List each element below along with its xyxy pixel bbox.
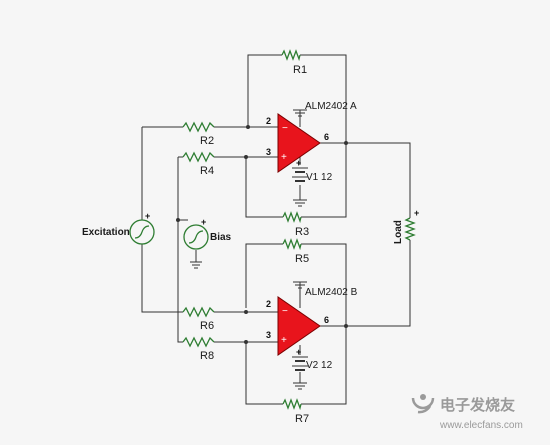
excitation-source[interactable] <box>129 219 155 245</box>
pin-b-output: 6 <box>324 315 329 325</box>
bias-source[interactable] <box>183 224 209 250</box>
svg-text:−: − <box>282 123 288 134</box>
labels: R1 R2 R4 R3 R5 R6 R8 R7 ALM2402 A ALM240… <box>82 64 419 425</box>
label-r4: R4 <box>200 165 214 177</box>
pin-b-noninverting: 3 <box>266 330 271 340</box>
svg-text:+: + <box>281 152 287 163</box>
resistors <box>182 49 416 411</box>
resistor-r2[interactable] <box>182 121 215 133</box>
label-r8: R8 <box>200 350 214 362</box>
pin-b-inverting: 2 <box>266 299 271 309</box>
label-r5: R5 <box>295 253 309 265</box>
label-r7: R7 <box>295 413 309 425</box>
watermark-url: www.elecfans.com <box>439 420 523 431</box>
plus-bias: + <box>201 217 206 227</box>
resistor-r5[interactable] <box>282 238 302 251</box>
supply-v1[interactable] <box>292 167 308 182</box>
junctions <box>176 125 348 344</box>
elecfans-logo-icon <box>411 394 435 414</box>
resistor-r8[interactable] <box>182 336 215 348</box>
plus-v1: + <box>296 158 301 168</box>
opamp-a[interactable]: − + <box>277 113 321 173</box>
label-r6: R6 <box>200 320 214 332</box>
plus-excitation: + <box>145 211 150 221</box>
opamp-b[interactable]: − + <box>277 296 321 356</box>
pin-a-output: 6 <box>324 132 329 142</box>
plus-load: + <box>414 208 419 218</box>
label-opamp-b: ALM2402 B <box>305 287 358 298</box>
pin-a-inverting: 2 <box>266 116 271 126</box>
label-v1: V1 12 <box>306 172 333 183</box>
label-excitation: Excitation <box>82 227 130 238</box>
resistor-r3[interactable] <box>282 211 302 224</box>
resistor-r7[interactable] <box>282 398 302 411</box>
watermark: 电子发烧友 www.elecfans.com <box>411 394 523 431</box>
watermark-brand: 电子发烧友 <box>440 396 515 414</box>
pin-a-noninverting: 3 <box>266 147 271 157</box>
label-r3: R3 <box>295 226 309 238</box>
label-bias: Bias <box>210 232 232 243</box>
wires <box>141 54 411 405</box>
ground-icon <box>190 261 202 269</box>
resistor-r6[interactable] <box>182 306 215 318</box>
ground-icon <box>293 281 307 289</box>
resistor-r4[interactable] <box>182 151 215 163</box>
ground-icon <box>293 382 307 390</box>
plus-v2: + <box>296 347 301 357</box>
ground-icon <box>293 199 307 207</box>
resistor-load[interactable] <box>404 217 416 241</box>
label-r2: R2 <box>200 135 214 147</box>
svg-text:−: − <box>282 306 288 317</box>
label-load: Load <box>393 220 404 244</box>
label-r1: R1 <box>293 64 307 76</box>
label-opamp-a: ALM2402 A <box>305 101 357 112</box>
resistor-r1[interactable] <box>281 49 301 62</box>
ground-symbols <box>190 109 307 390</box>
svg-text:+: + <box>281 335 287 346</box>
ground-icon <box>293 109 307 117</box>
label-v2: V2 12 <box>306 360 333 371</box>
supply-v2[interactable] <box>292 356 308 371</box>
